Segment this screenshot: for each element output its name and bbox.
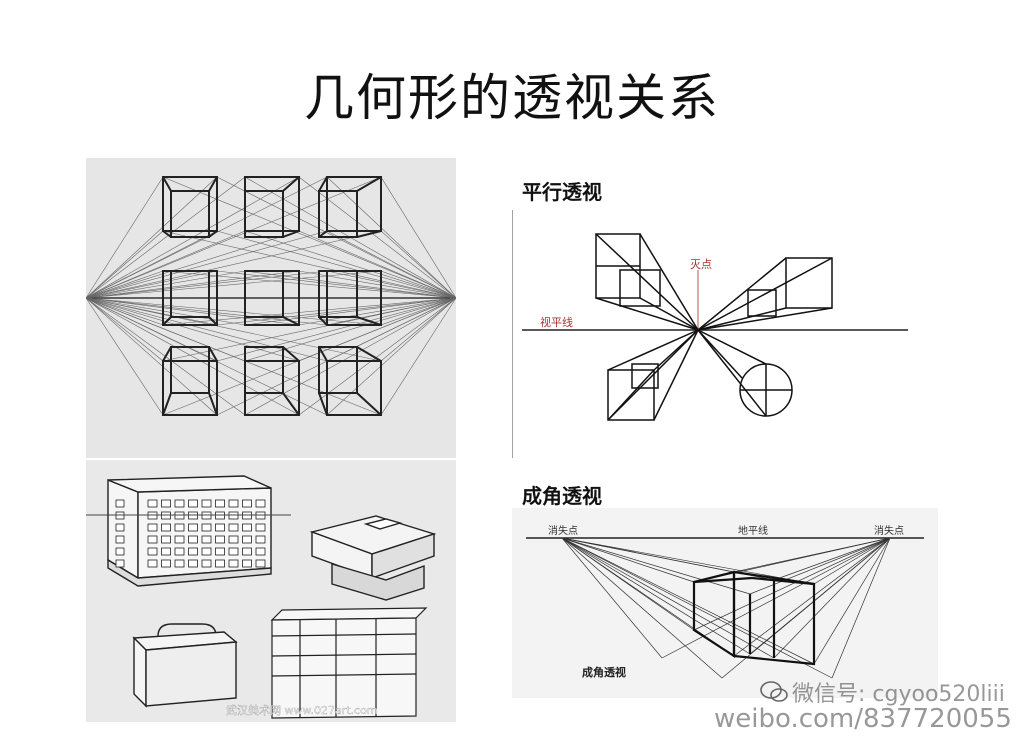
cabinet-sketch [272,608,426,718]
vp-right-label: 消失点 [874,524,904,537]
parallel-diagram: 灭点 视平线 [512,210,908,458]
parallel-drawing: 灭点 视平线 [512,210,908,458]
books-sketch [312,516,434,600]
objects-illustration: 武汉美术网 www.027art.com [86,460,456,722]
vanish-point-label: 灭点 [690,258,712,271]
briefcase-sketch [134,624,236,706]
angular-caption: 成角透视 [582,665,626,679]
credit-text: 武汉美术网 www.027art.com [226,704,378,717]
angular-heading: 成角透视 [522,480,602,509]
objects-drawing: 武汉美术网 www.027art.com [86,460,456,722]
wechat-icon [760,680,788,704]
angular-diagram: 消失点 消失点 地平线 成角透视 [512,508,938,698]
weibo-watermark: weibo.com/837720055 [714,704,1012,734]
cube-grid-illustration [86,158,456,458]
angular-drawing: 消失点 消失点 地平线 成角透视 [512,508,938,698]
parallel-heading: 平行透视 [522,176,602,205]
horizon-label-angular: 地平线 [738,524,768,537]
vp-left-label: 消失点 [548,524,578,537]
horizon-label: 视平线 [540,315,573,329]
cube-grid-drawing [86,158,456,458]
slide-title: 几何形的透视关系 [0,58,1024,130]
